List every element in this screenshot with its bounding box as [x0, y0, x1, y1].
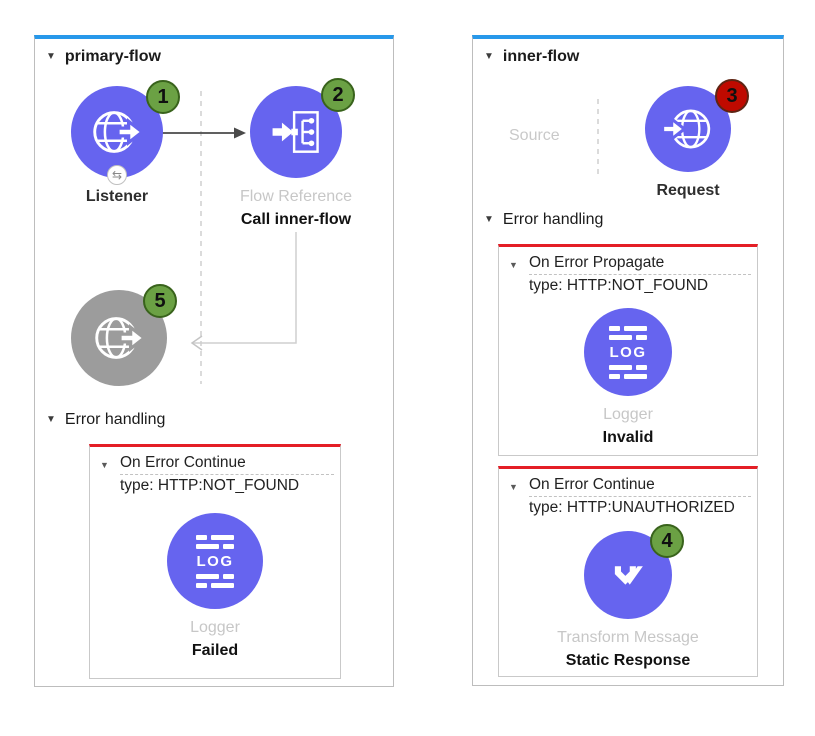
sequence-badge: 4 [650, 524, 684, 558]
on-error-continue-scope[interactable]: ▼ On Error Continue type: HTTP:UNAUTHORI… [498, 466, 758, 677]
on-error-scope-header[interactable]: ▼ On Error Continue type: HTTP:UNAUTHORI… [499, 469, 757, 517]
logger-circle[interactable]: LOG [584, 308, 672, 396]
on-error-title: On Error Continue [529, 476, 751, 497]
transform-circle[interactable]: 4 [584, 524, 684, 619]
collapse-triangle-icon[interactable]: ▼ [484, 214, 494, 225]
node-logger[interactable]: LOG Logger Failed [125, 513, 305, 662]
node-name-label: Static Response [565, 651, 691, 669]
on-error-scope-header[interactable]: ▼ On Error Propagate type: HTTP:NOT_FOUN… [499, 247, 757, 295]
flow-panel-inner[interactable]: ▼ inner-flow Source 3 Request [472, 35, 784, 686]
breakpoint-badge: 3 [715, 79, 749, 113]
collapse-triangle-icon[interactable]: ▼ [509, 482, 518, 492]
on-error-type: type: HTTP:UNAUTHORIZED [529, 499, 735, 516]
http-request-icon [661, 109, 711, 149]
on-error-title: On Error Propagate [529, 254, 751, 275]
source-placeholder-label: Source [509, 127, 560, 144]
logger-circle[interactable]: LOG [167, 513, 263, 609]
http-listener-icon [93, 111, 145, 153]
http-listener-icon [95, 317, 147, 359]
node-label: Listener [85, 188, 149, 205]
error-handling-label: Error handling [64, 411, 166, 428]
collapse-triangle-icon[interactable]: ▼ [100, 460, 109, 470]
sequence-badge: 5 [143, 284, 177, 318]
node-listener[interactable]: 1 ⇆ Listener [47, 80, 187, 208]
collapse-triangle-icon[interactable]: ▼ [484, 51, 494, 62]
on-error-type: type: HTTP:NOT_FOUND [529, 277, 709, 294]
flow-title: primary-flow [64, 48, 161, 65]
on-error-scope[interactable]: ▼ On Error Continue type: HTTP:NOT_FOUND… [89, 444, 341, 679]
node-type-label: Transform Message [557, 629, 699, 646]
request-circle[interactable]: 3 [645, 79, 749, 172]
collapse-triangle-icon[interactable]: ▼ [509, 260, 518, 270]
logger-icon: LOG [196, 534, 234, 588]
node-name-label: Invalid [602, 428, 654, 446]
on-error-scope-header[interactable]: ▼ On Error Continue type: HTTP:NOT_FOUND [90, 447, 340, 495]
error-handling-header[interactable]: ▼ Error handling [46, 411, 165, 429]
sequence-badge: 2 [321, 78, 355, 112]
flow-panel-primary[interactable]: ▼ primary-flow 1 ⇆ Listener [34, 35, 394, 687]
node-transform-message[interactable]: 4 Transform Message Static Response [533, 524, 723, 672]
node-logger[interactable]: LOG Logger Invalid [538, 308, 718, 449]
node-type-label: Logger [603, 406, 653, 423]
collapse-triangle-icon[interactable]: ▼ [46, 414, 56, 425]
error-handling-label: Error handling [502, 211, 604, 228]
node-type-label: Logger [190, 619, 240, 636]
on-error-propagate-scope[interactable]: ▼ On Error Propagate type: HTTP:NOT_FOUN… [498, 244, 758, 456]
flow-reference-icon [272, 111, 319, 153]
sequence-badge: 1 [146, 80, 180, 114]
flow-title: inner-flow [502, 48, 580, 65]
logger-icon: LOG [609, 325, 647, 379]
node-http-request[interactable]: 3 Request [618, 79, 758, 202]
on-error-title: On Error Continue [120, 454, 334, 475]
collapse-triangle-icon[interactable]: ▼ [46, 51, 56, 62]
flow-header-inner[interactable]: ▼ inner-flow [484, 48, 579, 66]
node-flow-reference[interactable]: 2 Flow Reference Call inner-flow [216, 78, 376, 231]
node-type-label: Flow Reference [239, 188, 353, 205]
flow-reference-circle[interactable]: 2 [250, 78, 355, 178]
node-listener-disabled[interactable]: 5 [49, 284, 189, 386]
node-name-label: Failed [191, 641, 239, 659]
request-response-icon: ⇆ [107, 165, 127, 185]
node-name-label: Call inner-flow [240, 210, 352, 228]
on-error-type: type: HTTP:NOT_FOUND [120, 477, 300, 494]
dataweave-icon [614, 566, 643, 585]
flow-header-primary[interactable]: ▼ primary-flow [46, 48, 161, 66]
node-label: Request [656, 182, 720, 199]
disabled-circle[interactable]: 5 [71, 284, 177, 386]
listener-circle[interactable]: 1 ⇆ [71, 80, 180, 185]
error-handling-header[interactable]: ▼ Error handling [484, 211, 603, 229]
